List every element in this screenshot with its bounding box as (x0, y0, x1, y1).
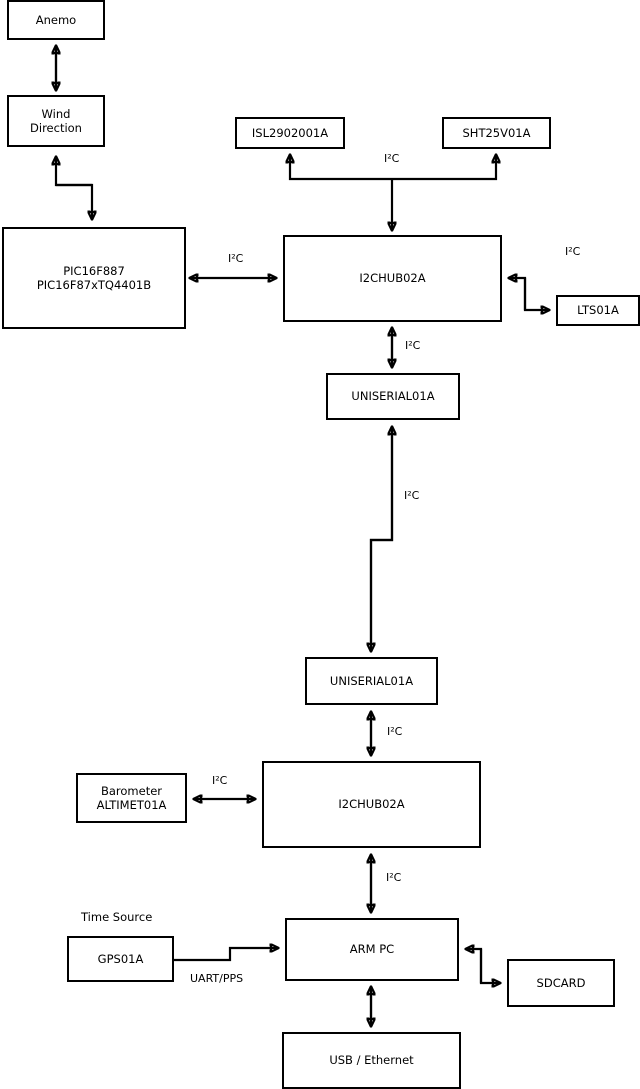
wire-hub-to-isl (290, 155, 392, 181)
node-sdcard-label: SDCARD (536, 975, 586, 990)
node-barometer-label: Barometer ALTIMET01A (96, 783, 167, 812)
node-lts01a-label: LTS01A (577, 303, 619, 318)
node-gps01a-label: GPS01A (97, 951, 144, 966)
node-usb-ethernet[interactable]: USB / Ethernet (282, 1032, 461, 1089)
node-anemo[interactable]: Anemo (7, 0, 105, 40)
edge-label-hub-to-lts: I²C (565, 245, 581, 258)
node-arm-pc-label: ARM PC (349, 942, 395, 957)
node-uniserial01a-bottom[interactable]: UNISERIAL01A (305, 657, 438, 705)
edge-label-hub-to-uniserial: I²C (405, 339, 421, 352)
node-arm-pc[interactable]: ARM PC (285, 918, 459, 981)
edge-label-uniserial-link: I²C (404, 489, 420, 502)
edge-label-uniserial-to-hub-bottom: I²C (387, 725, 403, 738)
node-uniserial01a-top[interactable]: UNISERIAL01A (326, 373, 460, 420)
node-sht25v01a-label: SHT25V01A (462, 125, 531, 140)
wire-lts-to-hub (509, 278, 527, 310)
wire-wind-from-pic (56, 157, 92, 187)
node-i2chub02a-bottom[interactable]: I2CHUB02A (262, 761, 481, 848)
node-wind-direction-label: Wind Direction (30, 106, 82, 135)
edge-label-barometer-to-hub: I²C (212, 774, 228, 787)
wire-hub-to-lts (523, 278, 549, 310)
node-i2chub02a-bottom-label: I2CHUB02A (338, 797, 405, 812)
node-pic-mcu-label: PIC16F887 PIC16F87xTQ4401B (36, 263, 152, 292)
node-sdcard[interactable]: SDCARD (507, 959, 615, 1007)
edge-label-hub-bottom-to-arm: I²C (386, 871, 402, 884)
wire-uniserial-down-link (371, 427, 394, 651)
node-isl2902001a-label: ISL2902001A (251, 125, 329, 140)
node-usb-ethernet-label: USB / Ethernet (329, 1053, 414, 1068)
node-uniserial01a-top-label: UNISERIAL01A (351, 389, 435, 404)
wire-arm-to-sdcard (479, 949, 500, 983)
node-barometer[interactable]: Barometer ALTIMET01A (76, 773, 187, 823)
node-isl2902001a[interactable]: ISL2902001A (235, 117, 345, 149)
node-i2chub02a-top[interactable]: I2CHUB02A (283, 235, 502, 322)
edge-label-pic-to-hub: I²C (228, 252, 244, 265)
edge-label-hub-to-sensors: I²C (384, 152, 400, 165)
wire-hub-to-sht (392, 155, 496, 181)
wire-pic-from-wind (56, 183, 92, 219)
node-anemo-label: Anemo (35, 12, 77, 27)
wire-uniserial-up-link (369, 427, 392, 650)
node-pic-mcu[interactable]: PIC16F887 PIC16F87xTQ4401B (2, 227, 186, 329)
label-time-source: Time Source (81, 910, 153, 924)
node-uniserial01a-bottom-label: UNISERIAL01A (329, 673, 414, 688)
wire-sdcard-to-arm (466, 949, 483, 983)
edge-label-gps-to-arm: UART/PPS (190, 972, 244, 985)
node-gps01a[interactable]: GPS01A (67, 936, 174, 982)
node-sht25v01a[interactable]: SHT25V01A (442, 117, 551, 149)
node-i2chub02a-top-label: I2CHUB02A (359, 271, 426, 286)
node-wind-direction[interactable]: Wind Direction (7, 95, 105, 147)
node-lts01a[interactable]: LTS01A (556, 295, 640, 326)
wire-gps-to-arm (174, 948, 278, 962)
